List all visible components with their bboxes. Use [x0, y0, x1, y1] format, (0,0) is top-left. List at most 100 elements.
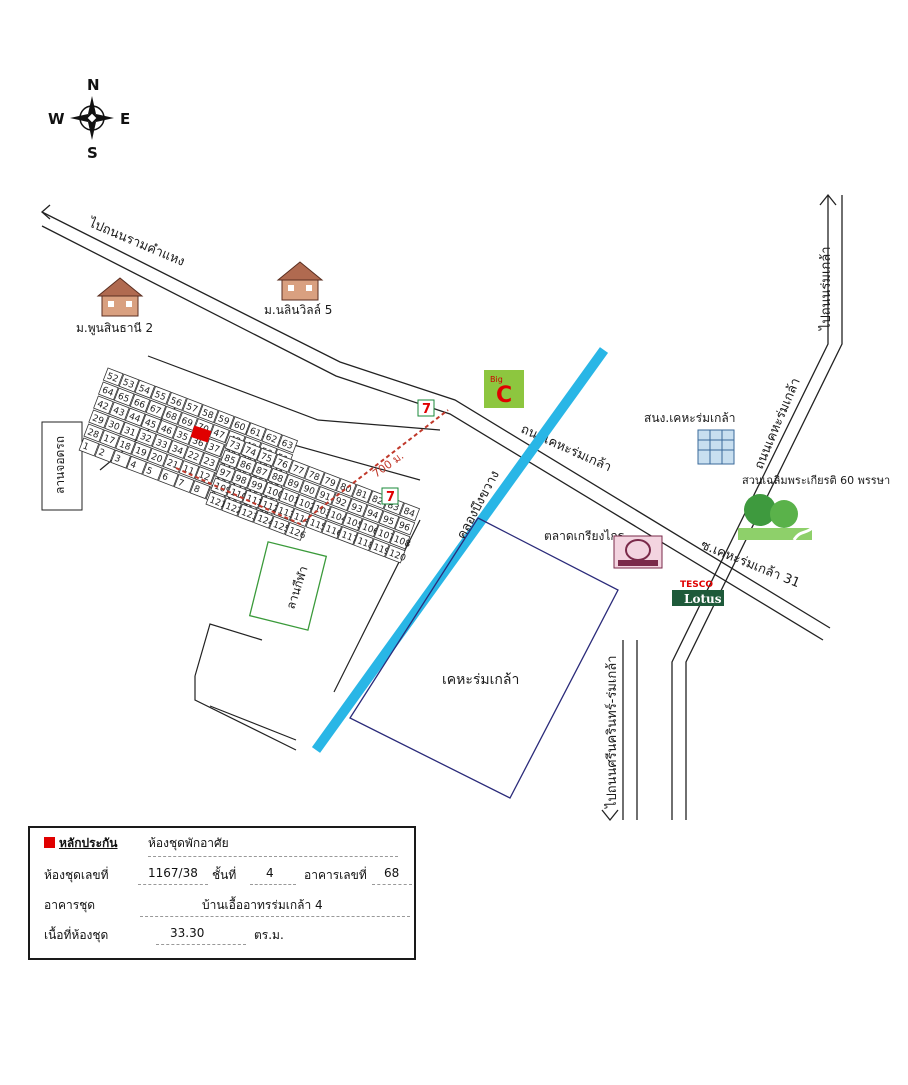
- plot-number: 45: [143, 418, 157, 431]
- plot-box: [283, 473, 305, 493]
- plot: 43: [109, 401, 130, 421]
- plot-box: [183, 446, 205, 465]
- plot-box: [240, 441, 262, 461]
- kehalrom-block-label: เคหะร่มเกล้า: [442, 672, 519, 688]
- road-label-to-romklao: ไปถนนร่มเกล้า: [818, 246, 834, 331]
- plot-box: [394, 516, 416, 536]
- plot-number: 47: [212, 428, 226, 441]
- plot-number: 55: [153, 390, 167, 403]
- plot-box: [304, 465, 325, 485]
- plot-box: [242, 489, 263, 509]
- plot-box: [256, 447, 278, 467]
- plot-number: 63: [280, 439, 294, 452]
- plot: 3: [110, 449, 132, 469]
- area-unit: ตร.ม.: [254, 928, 284, 942]
- plot: 7: [173, 474, 195, 493]
- plot-number: 35: [175, 430, 189, 443]
- plot: 73: [224, 435, 246, 455]
- plot-box: [161, 405, 183, 425]
- compass-n-label: N: [87, 76, 100, 94]
- plot: 69: [177, 411, 198, 431]
- plot-box: [399, 502, 421, 522]
- plot-number: 58: [200, 408, 215, 422]
- plot-grid: 5253545556575859606162636465666768697047…: [78, 367, 421, 564]
- plot: 30: [104, 415, 125, 435]
- plot-number: 82: [370, 494, 384, 507]
- plot: 53: [118, 373, 140, 393]
- plot: 120: [384, 544, 407, 564]
- label-office: สนง.เคหะร่มเกล้า: [644, 411, 736, 425]
- plot-box: [88, 409, 109, 429]
- plot: 37: [204, 438, 225, 458]
- plot: 6: [158, 467, 179, 487]
- plot-number: 5: [145, 466, 154, 477]
- plot-number: 46: [159, 424, 174, 438]
- seven-eleven-icon-1: 7: [417, 399, 435, 417]
- plot-box: [277, 434, 299, 454]
- plot-number: 89: [286, 478, 301, 492]
- plot: 8: [189, 480, 211, 500]
- plot-number: 61: [248, 426, 262, 439]
- plot: 2: [94, 443, 116, 463]
- plot-box: [284, 521, 306, 541]
- dotted-line: [148, 856, 398, 857]
- plot-number: 31: [122, 426, 136, 439]
- plot-box: [145, 399, 167, 419]
- plot-number: 7: [176, 478, 185, 489]
- plot: 101: [278, 487, 301, 507]
- plot-box: [310, 500, 331, 519]
- plot: 103: [310, 500, 332, 520]
- plot: 99: [246, 475, 268, 495]
- plot-box: [213, 410, 235, 429]
- plot-number: 85: [222, 454, 236, 467]
- plot-box: [129, 393, 151, 413]
- plot-number: 54: [137, 384, 152, 398]
- plot: 22: [183, 446, 205, 465]
- plot-box: [156, 419, 178, 439]
- plot-box: [373, 524, 395, 544]
- plot: 95: [378, 510, 400, 530]
- plot-box: [118, 373, 140, 393]
- plot-number: 34: [170, 444, 185, 458]
- plot: 29: [88, 409, 109, 429]
- plot-box: [221, 497, 242, 517]
- plot: 67: [145, 399, 167, 419]
- tesco-text: TESCO: [680, 580, 713, 590]
- big-c-logo: Big C: [484, 370, 524, 408]
- plot: 105: [342, 512, 364, 532]
- condo-value: บ้านเอื้ออาทรร่มเกล้า 4: [202, 898, 323, 912]
- plot-box: [104, 415, 125, 435]
- park-icon: [738, 494, 814, 541]
- plot-number: 23: [202, 456, 216, 469]
- plot: 123: [237, 503, 259, 523]
- plot-box: [83, 423, 105, 443]
- plot-box: [305, 514, 327, 533]
- plot-number: 87: [254, 466, 268, 479]
- plot: 121: [205, 491, 227, 511]
- plot: 20: [146, 447, 168, 467]
- plot-box: [224, 435, 246, 455]
- plot-box: [142, 461, 163, 481]
- plot-box: [229, 416, 251, 436]
- plot-box: [113, 387, 135, 407]
- plot-box: [346, 498, 368, 518]
- plot-box: [134, 379, 156, 399]
- plot-number: 94: [365, 508, 380, 522]
- plot-box: [251, 461, 273, 481]
- plot: 33: [151, 433, 173, 453]
- plot: 18: [115, 435, 136, 455]
- plot-box: [267, 467, 289, 487]
- plot-number: 92: [334, 496, 348, 509]
- plot-box: [215, 463, 236, 483]
- dotted-line: [156, 944, 246, 945]
- plot-box: [261, 428, 283, 448]
- area-value: 33.30: [170, 926, 205, 940]
- plot-number: 91: [318, 490, 332, 503]
- label-market: ตลาดเกรียงไกร: [544, 529, 625, 543]
- plot: 100: [262, 481, 285, 501]
- plot-number: 66: [132, 398, 147, 412]
- plot-box: [177, 411, 198, 431]
- plot: 115: [305, 514, 328, 534]
- plot-box: [172, 425, 194, 445]
